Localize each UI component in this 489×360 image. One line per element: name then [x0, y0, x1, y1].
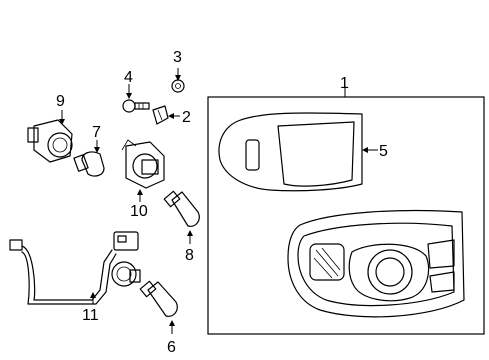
- bulb-part-6: [139, 280, 178, 317]
- clip-part-2: [152, 105, 169, 125]
- nut-part-3: [171, 79, 185, 93]
- socket-part-9: [27, 119, 73, 163]
- lens-part-5: [218, 112, 363, 192]
- callout-5: 5: [379, 143, 388, 160]
- bulb-part-7: [73, 151, 105, 177]
- callout-1: 1: [340, 75, 349, 92]
- callout-9: 9: [56, 93, 65, 110]
- callout-3: 3: [173, 49, 182, 66]
- callout-4: 4: [124, 69, 133, 86]
- callout-10: 10: [130, 203, 148, 220]
- bolt-part-4: [122, 99, 150, 113]
- callout-7: 7: [92, 124, 101, 141]
- lamp-assembly: [287, 209, 465, 318]
- socket-part-10: [121, 139, 165, 189]
- callout-2: 2: [182, 109, 191, 126]
- harness-part-11: [9, 231, 141, 305]
- callout-8: 8: [185, 247, 194, 264]
- bulb-part-8: [163, 190, 200, 227]
- assembly-box: [207, 96, 485, 335]
- callout-6: 6: [167, 339, 176, 356]
- callout-11: 11: [82, 307, 99, 324]
